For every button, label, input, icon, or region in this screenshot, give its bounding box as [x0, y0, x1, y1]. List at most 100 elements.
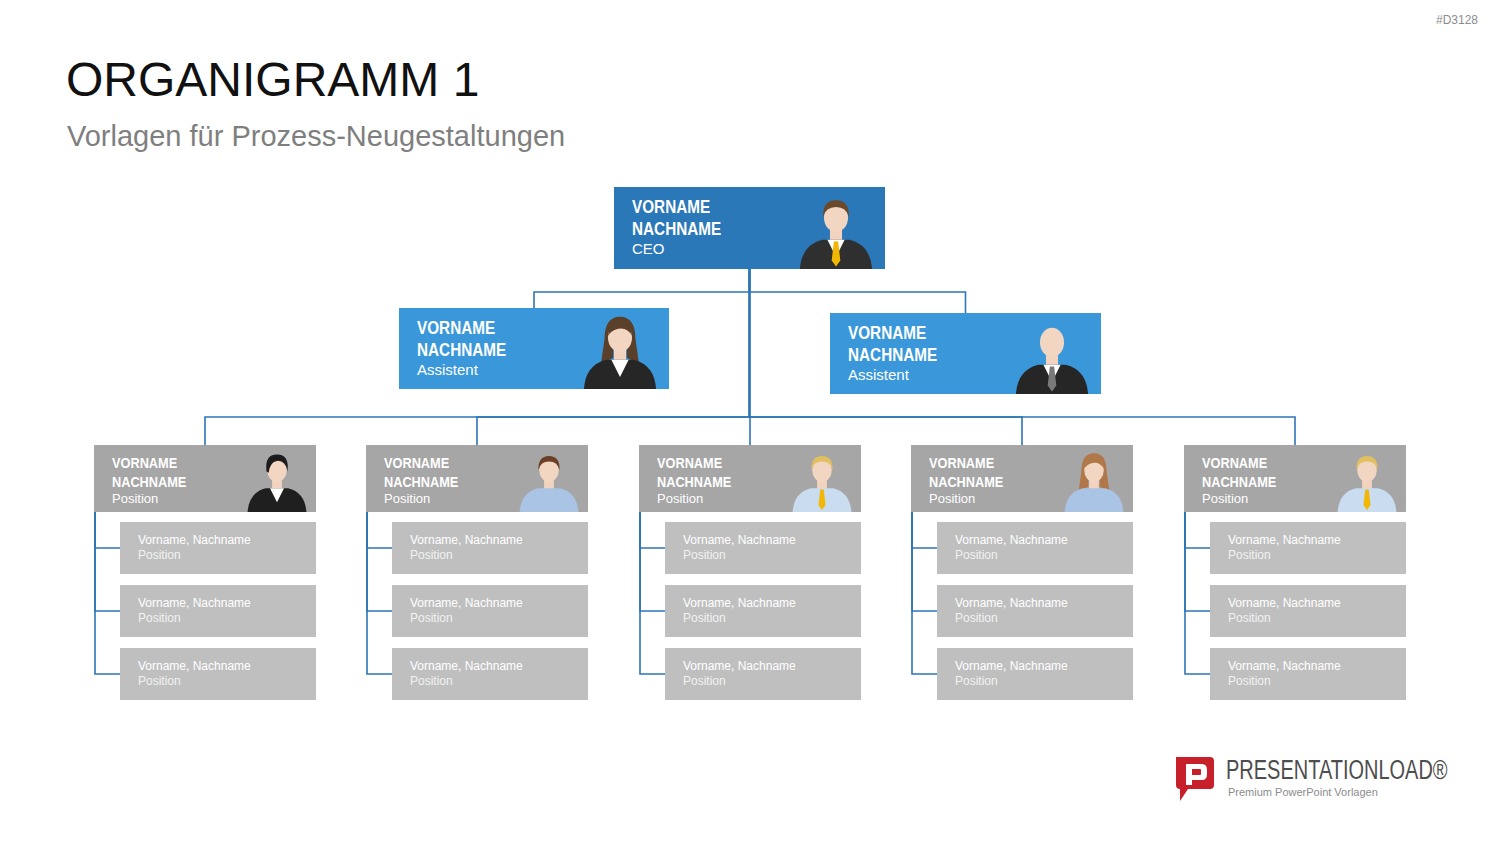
org-connector: [367, 512, 392, 674]
person-role: Position: [138, 548, 181, 563]
person-avatar: [787, 445, 857, 512]
person-role: Position: [1202, 491, 1248, 507]
org-connector: [640, 512, 665, 548]
person-name: Vorname, Nachname: [138, 532, 316, 548]
avatar-head: [608, 323, 632, 352]
avatar-head: [1084, 458, 1104, 482]
person-role: Position: [929, 491, 975, 507]
manager-box: VORNAME NACHNAMEPosition: [94, 445, 316, 512]
avatar-hair: [823, 200, 849, 217]
person-role: Assistent: [417, 361, 478, 379]
person-role: Position: [138, 674, 181, 689]
person-role: Position: [1228, 674, 1271, 689]
employee-box: Vorname, NachnamePosition: [392, 585, 588, 637]
person-role: Position: [683, 611, 726, 626]
person-avatar: [1332, 445, 1402, 512]
org-connector: [750, 269, 1296, 445]
employee-box: Vorname, NachnamePosition: [392, 522, 588, 574]
org-connector: [912, 512, 937, 548]
avatar-hair: [811, 456, 832, 470]
org-connector: [95, 512, 120, 611]
person-name: VORNAME NACHNAME: [417, 317, 521, 361]
employee-box: Vorname, NachnamePosition: [120, 585, 316, 637]
person-name: Vorname, Nachname: [138, 658, 316, 674]
person-name: VORNAME NACHNAME: [112, 453, 197, 491]
avatar-body: [520, 488, 579, 512]
avatar-hair: [1356, 456, 1377, 470]
employee-box: Vorname, NachnamePosition: [120, 522, 316, 574]
person-role: Assistent: [848, 366, 909, 384]
org-connector: [534, 269, 750, 308]
person-role: Position: [955, 674, 998, 689]
manager-box: VORNAME NACHNAMEPosition: [911, 445, 1133, 512]
org-connector: [367, 512, 392, 611]
person-role: Position: [410, 611, 453, 626]
person-role: Position: [1228, 611, 1271, 626]
person-avatar: [1009, 313, 1095, 394]
person-avatar: [1059, 445, 1129, 512]
person-avatar: [793, 187, 879, 269]
person-role: Position: [955, 548, 998, 563]
employee-box: Vorname, NachnamePosition: [665, 585, 861, 637]
employee-box: Vorname, NachnamePosition: [665, 522, 861, 574]
person-role: Position: [955, 611, 998, 626]
person-name: VORNAME NACHNAME: [1202, 453, 1287, 491]
avatar-body: [1065, 488, 1124, 512]
person-name: VORNAME NACHNAME: [384, 453, 469, 491]
person-name: VORNAME NACHNAME: [929, 453, 1014, 491]
person-name: Vorname, Nachname: [1228, 658, 1406, 674]
avatar-hair: [1079, 453, 1110, 491]
manager-box: VORNAME NACHNAMEPosition: [639, 445, 861, 512]
logo-tagline: Premium PowerPoint Vorlagen: [1228, 785, 1378, 800]
avatar-hair: [1084, 457, 1104, 468]
person-role: Position: [384, 491, 430, 507]
org-connector: [95, 512, 120, 674]
avatar-body: [1338, 488, 1397, 512]
avatar-hair: [538, 456, 559, 470]
person-name: Vorname, Nachname: [1228, 595, 1406, 611]
employee-box: Vorname, NachnamePosition: [1210, 648, 1406, 700]
slide-id: #D3128: [1436, 12, 1478, 28]
employee-box: Vorname, NachnamePosition: [665, 648, 861, 700]
person-role: Position: [657, 491, 703, 507]
avatar-body: [793, 488, 852, 512]
avatar-hair: [601, 317, 639, 363]
employee-box: Vorname, NachnamePosition: [120, 648, 316, 700]
person-role: Position: [683, 674, 726, 689]
assistant-box: VORNAME NACHNAMEAssistent: [830, 313, 1101, 394]
person-name: VORNAME NACHNAME: [632, 196, 736, 240]
person-role: Position: [410, 674, 453, 689]
employee-box: Vorname, NachnamePosition: [1210, 585, 1406, 637]
person-name: Vorname, Nachname: [410, 658, 588, 674]
assistant-box: VORNAME NACHNAMEAssistent: [399, 308, 669, 389]
avatar-hair: [608, 322, 632, 336]
avatar-head: [1040, 328, 1064, 357]
avatar-tie: [1364, 490, 1371, 510]
page-subtitle: Vorlagen für Prozess-Neugestaltungen: [67, 118, 565, 154]
person-role: Position: [410, 548, 453, 563]
avatar-body: [800, 240, 872, 269]
avatar-collar: [611, 360, 628, 377]
person-name: Vorname, Nachname: [410, 532, 588, 548]
person-role: Position: [683, 548, 726, 563]
logo-text: PRESENTATIONLOAD®: [1226, 755, 1448, 786]
avatar-collar: [270, 488, 284, 502]
org-connector: [1185, 512, 1210, 548]
org-connector: [205, 269, 750, 445]
manager-box: VORNAME NACHNAMEPosition: [366, 445, 588, 512]
person-role: Position: [112, 491, 158, 507]
employee-box: Vorname, NachnamePosition: [937, 648, 1133, 700]
person-name: Vorname, Nachname: [683, 658, 861, 674]
page-title: ORGANIGRAMM 1: [66, 52, 479, 108]
person-name: Vorname, Nachname: [955, 595, 1133, 611]
employee-box: Vorname, NachnamePosition: [937, 522, 1133, 574]
person-name: Vorname, Nachname: [955, 658, 1133, 674]
person-avatar: [514, 445, 584, 512]
avatar-body: [584, 360, 656, 389]
person-name: VORNAME NACHNAME: [657, 453, 742, 491]
avatar-tie: [832, 241, 841, 266]
avatar-hair: [266, 455, 288, 473]
person-avatar: [577, 308, 663, 389]
manager-box: VORNAME NACHNAMEPosition: [1184, 445, 1406, 512]
